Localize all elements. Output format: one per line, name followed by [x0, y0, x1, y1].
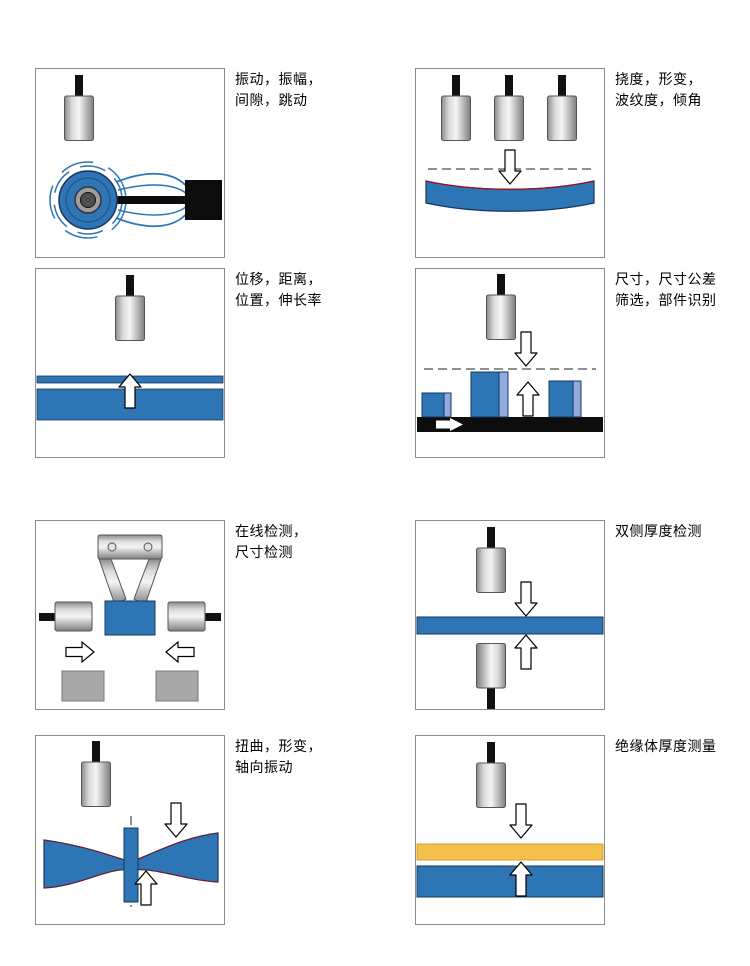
sensor-icon — [547, 75, 577, 141]
gripped-part — [104, 600, 156, 636]
diagram-displacement-box — [35, 268, 225, 458]
side-sensor-right — [167, 601, 221, 632]
diagram-double-sided-thickness-label: 双侧厚度检测 — [615, 525, 702, 540]
diagram-displacement — [35, 268, 225, 458]
diagram-dimension-sorting — [415, 268, 605, 458]
diagram-inline-inspection — [35, 520, 225, 710]
conductor-bar — [416, 865, 604, 898]
diagram-insulation-thickness-label: 绝缘体厚度测量 — [615, 740, 717, 755]
arrow-left-icon — [165, 640, 195, 664]
sensor-icon — [476, 527, 506, 593]
arrow-up-icon — [516, 381, 540, 417]
diagram-deflection — [415, 68, 605, 258]
arrow-down-icon — [164, 802, 188, 838]
measured-strip — [416, 616, 604, 635]
sensor-icon — [115, 275, 145, 341]
diagram-vibration-box — [35, 68, 225, 258]
sensor-icon — [486, 274, 516, 340]
diagram-inline-inspection-box — [35, 520, 225, 710]
arrow-down-icon — [514, 581, 538, 617]
arrow-right-icon — [436, 418, 463, 431]
base-block-right — [155, 670, 199, 702]
arrow-up-icon — [514, 634, 538, 670]
diagram-vibration-label: 振动，振幅， 间隙，跳动 — [235, 73, 322, 109]
diagram-double-sided-thickness — [415, 520, 605, 710]
insulation-layer — [416, 843, 604, 861]
sensor-icon — [81, 741, 111, 807]
diagram-twist-label: 扭曲，形变， 轴向振动 — [235, 740, 322, 776]
parts-on-conveyor — [421, 371, 582, 418]
conveyor-belt — [417, 417, 603, 432]
diagram-displacement-label: 位移，距离， 位置，伸长率 — [235, 273, 322, 309]
sensor-icon-bottom — [476, 643, 506, 709]
diagram-insulation-thickness — [415, 735, 605, 925]
hub-bar — [123, 827, 139, 903]
diagram-deflection-label: 挠度，形变， 波纹度，倾角 — [615, 73, 702, 109]
sensor-icon — [494, 75, 524, 141]
diagram-double-sided-thickness-box — [415, 520, 605, 710]
rotating-shaft-target — [49, 161, 222, 239]
twisted-band — [43, 832, 219, 889]
diagram-twist — [35, 735, 225, 925]
sensor-icon — [64, 75, 94, 141]
diagram-inline-inspection-label: 在线检测， 尺寸检测 — [235, 525, 308, 561]
diagram-vibration — [35, 68, 225, 258]
arrow-down-icon — [498, 149, 522, 185]
diagram-deflection-box — [415, 68, 605, 258]
reference-block — [185, 180, 222, 220]
arrow-down-icon — [514, 331, 538, 367]
sensor-icon — [476, 742, 506, 808]
diagram-insulation-thickness-box — [415, 735, 605, 925]
diagram-twist-box — [35, 735, 225, 925]
sensor-icon — [441, 75, 471, 141]
arrow-down-icon — [509, 803, 533, 839]
gripper — [97, 534, 163, 606]
side-sensor-left — [39, 601, 93, 632]
diagram-dimension-sorting-box — [415, 268, 605, 458]
base-block-left — [61, 670, 105, 702]
arrow-right-icon — [65, 640, 95, 664]
diagram-dimension-sorting-label: 尺寸，尺寸公差 筛选，部件识别 — [615, 273, 717, 309]
